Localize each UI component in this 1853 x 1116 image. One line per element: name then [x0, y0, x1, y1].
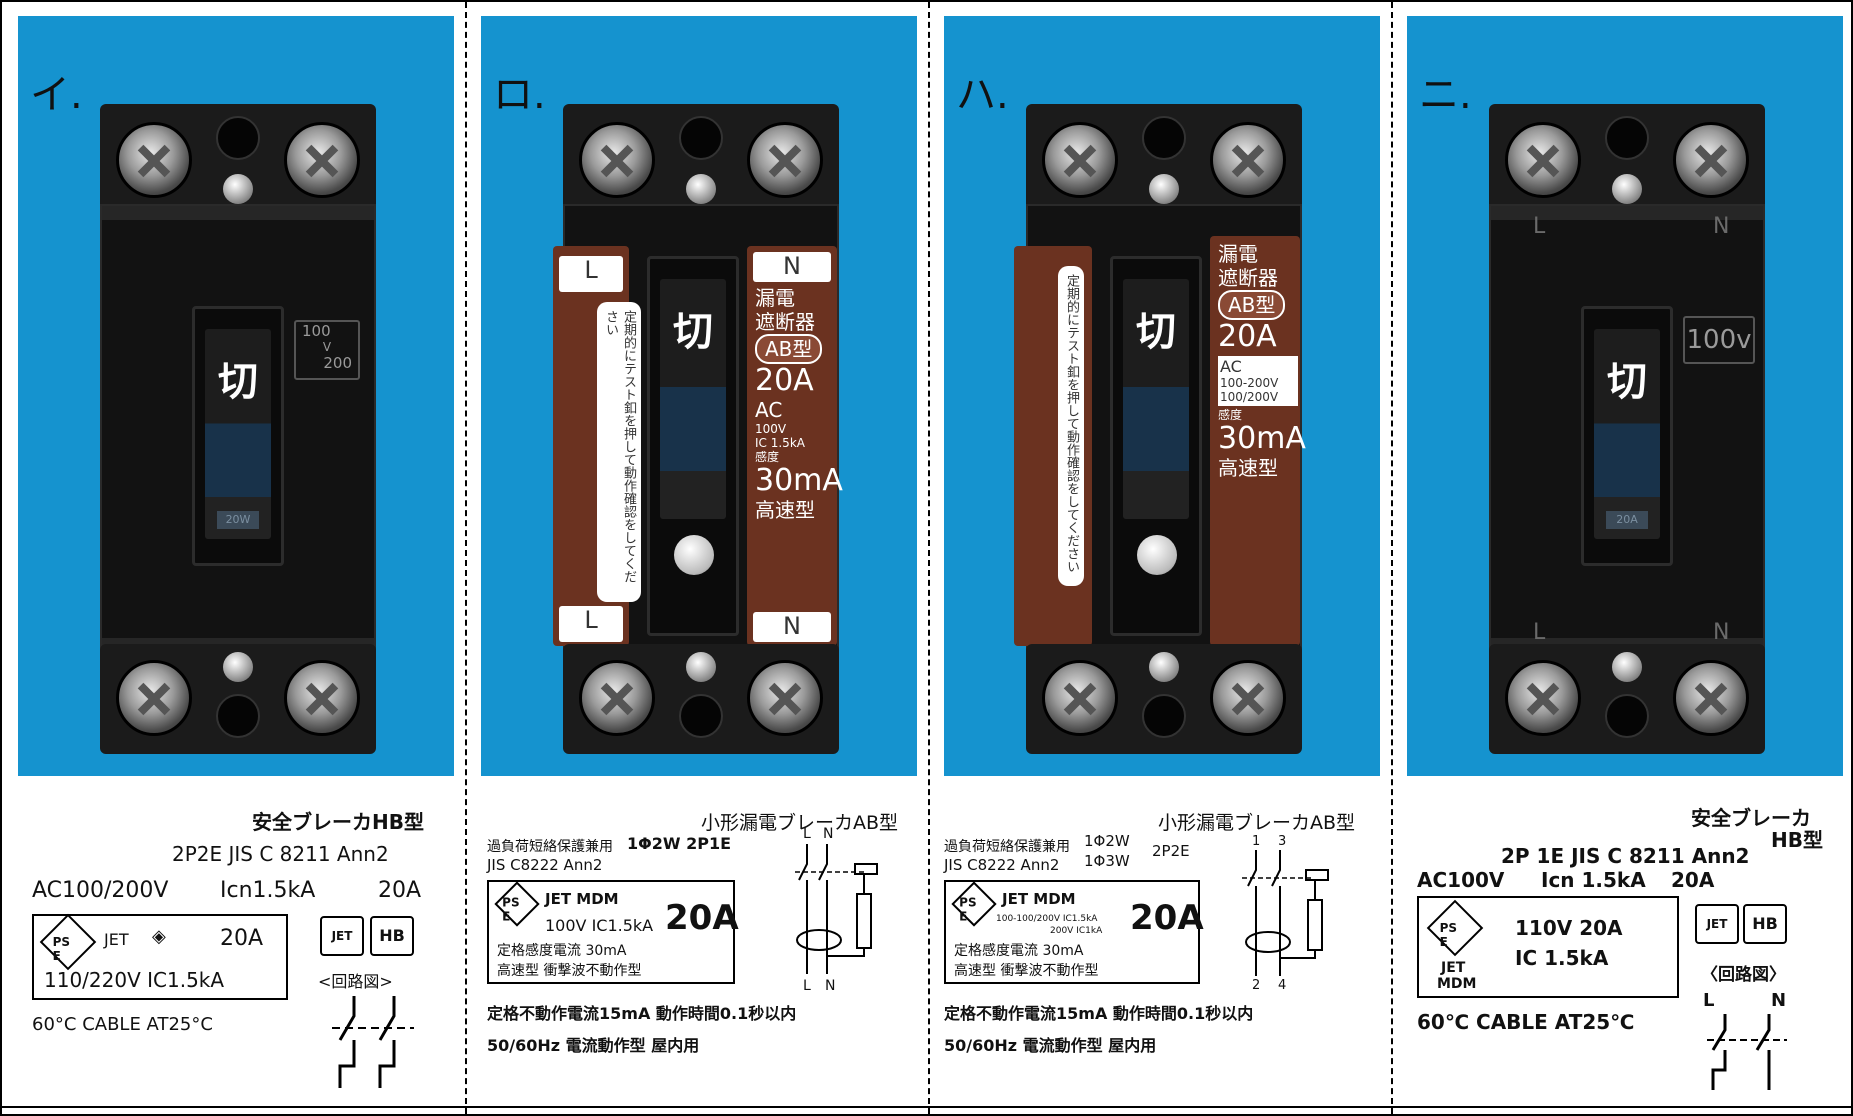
breaker-switch[interactable]: 切 — [647, 256, 739, 636]
certification-box: PS E JET MDM 100-100/200V IC1.5kA 200V I… — [944, 880, 1204, 984]
plate-title: 小形漏電ブレーカAB型 — [1158, 812, 1356, 834]
test-button[interactable] — [674, 535, 714, 575]
terminal-screw-icon — [1505, 122, 1581, 198]
breaker-switch[interactable]: 切 — [1110, 256, 1202, 636]
rating-plate-ha: 小形漏電ブレーカAB型 過負荷短絡保護兼用 1Φ2W 1Φ3W 2P2E JIS… — [928, 792, 1391, 1102]
terminal-screw-icon — [1673, 122, 1749, 198]
circuit-diagram — [795, 844, 878, 974]
circuit-diagram — [332, 996, 414, 1088]
option-i[interactable]: イ. 切 20W — [2, 2, 465, 1110]
terminal-hole — [1142, 694, 1186, 738]
terminal-knob — [686, 652, 716, 682]
circuit-diagram — [1707, 1014, 1787, 1090]
terminal-screw-icon — [284, 660, 360, 736]
rating-plate-i: 安全ブレーカHB型 2P2E JIS C 8211 Ann2 AC100/200… — [2, 792, 465, 1102]
terminal-hole — [216, 116, 260, 160]
option-label: ハ. — [956, 72, 1009, 118]
switch-off-label: 切 — [673, 309, 713, 355]
jet-cert-icon: JET — [1695, 904, 1739, 944]
terminal-knob — [1612, 174, 1642, 204]
switch-off-label: 切 — [1607, 359, 1647, 405]
hb-cert-icon: HB — [370, 916, 414, 956]
option-ni[interactable]: ニ. L N 切 20A — [1391, 2, 1853, 1110]
terminal-screw-icon — [747, 122, 823, 198]
switch-off-label: 切 — [1136, 309, 1176, 355]
option-label: イ. — [30, 72, 83, 118]
option-ro[interactable]: ロ. L 定期的にテスト釦を押して動作確認をしてください L 切 — [465, 2, 928, 1110]
breaker-body: 定期的にテスト釦を押して動作確認をしてください 切 漏電 遮断器 AB型 20A — [1014, 104, 1306, 754]
breaker-body: L 定期的にテスト釦を押して動作確認をしてください L 切 N 漏電 遮断器 — [553, 104, 843, 754]
right-spec-panel — [747, 246, 837, 646]
terminal-hole — [216, 694, 260, 738]
terminal-hole — [679, 694, 723, 738]
dashed-divider-1 — [465, 2, 467, 1114]
voltage-mark: 100 V 200 — [294, 320, 360, 380]
diamond-mark-icon: ◈ — [152, 926, 166, 947]
certification-box: PS E 110V 20A IC 1.5kA JET MDM — [1417, 896, 1679, 998]
test-button[interactable] — [1137, 535, 1177, 575]
terminal-knob — [686, 174, 716, 204]
terminal-screw-icon — [1673, 660, 1749, 736]
rating-plate-ni: 安全ブレーカ HB型 2P 1E JIS C 8211 Ann2 AC100V … — [1391, 792, 1853, 1102]
terminal-screw-icon — [1042, 660, 1118, 736]
terminal-screw-icon — [747, 660, 823, 736]
test-button-note: 定期的にテスト釦を押して動作確認をしてください — [597, 302, 641, 602]
pse-mark-icon: PS E — [1426, 899, 1484, 957]
terminal-screw-icon — [116, 122, 192, 198]
dashed-divider-2 — [928, 2, 930, 1114]
plate-standard: 2P2E JIS C 8211 Ann2 — [172, 842, 389, 866]
breaker-switch[interactable]: 切 20W — [192, 306, 284, 566]
jet-cert-icon: JET — [320, 916, 364, 956]
breaker-photo-ro: ロ. L 定期的にテスト釦を押して動作確認をしてください L 切 — [481, 16, 917, 776]
rating-plate-ro: 小形漏電ブレーカAB型 過負荷短絡保護兼用 1Φ2W 2P1E JIS C822… — [465, 792, 928, 1102]
terminal-knob — [1149, 652, 1179, 682]
voltage-mark: 100v — [1683, 316, 1755, 364]
breaker-photo-i: イ. 切 20W — [18, 16, 454, 776]
terminal-knob — [223, 652, 253, 682]
terminal-knob — [223, 174, 253, 204]
terminal-knob — [1612, 652, 1642, 682]
plate-title: 安全ブレーカHB型 — [252, 810, 424, 834]
terminal-screw-icon — [1505, 660, 1581, 736]
test-button-note: 定期的にテスト釦を押して動作確認をしてください — [1058, 266, 1084, 586]
plate-title: 小形漏電ブレーカAB型 — [701, 812, 899, 834]
spec-column: 漏電 遮断器 AB型 20A AC 100-200V 100/200V 感度 3… — [1218, 242, 1306, 480]
pse-mark-icon: PS E — [494, 881, 540, 927]
terminal-hole — [679, 116, 723, 160]
terminal-screw-icon — [284, 122, 360, 198]
switch-rating-tag: 20A — [1606, 511, 1648, 529]
pse-mark-icon: PS E — [951, 881, 997, 927]
breaker-body: 切 20W 100 V 200 — [100, 104, 376, 754]
bottom-rule — [2, 1106, 1851, 1108]
terminal-hole — [1142, 116, 1186, 160]
spec-column: 漏電 遮断器 AB型 20A AC 100V IC 1.5kA 感度 30mA … — [755, 286, 843, 522]
terminal-screw-icon — [116, 660, 192, 736]
certification-box: PS E JET MDM 100V IC1.5kA 20A 定格感度電流 30m… — [487, 880, 739, 984]
breaker-switch[interactable]: 切 20A — [1581, 306, 1673, 566]
breaker-body: L N 切 20A 100v L N — [1489, 104, 1765, 754]
terminal-hole — [1605, 694, 1649, 738]
certification-box: PS E JET ◈ 20A 110/220V IC1.5kA — [32, 913, 288, 1000]
terminal-screw-icon — [579, 122, 655, 198]
breaker-photo-ni: ニ. L N 切 20A — [1407, 16, 1843, 776]
dashed-divider-3 — [1391, 2, 1393, 1114]
plate-title: 安全ブレーカ — [1691, 806, 1811, 830]
terminal-knob — [1149, 174, 1179, 204]
circuit-diagram — [1242, 850, 1329, 976]
switch-rating-tag: 20W — [217, 511, 259, 529]
terminal-screw-icon — [579, 660, 655, 736]
terminal-screw-icon — [1210, 122, 1286, 198]
hb-cert-icon: HB — [1743, 904, 1787, 944]
breaker-photo-ha: ハ. 定期的にテスト釦を押して動作確認をしてください 切 — [944, 16, 1380, 776]
terminal-screw-icon — [1210, 660, 1286, 736]
option-label: ロ. — [493, 72, 546, 118]
switch-off-label: 切 — [218, 359, 258, 405]
pse-mark-icon: PS E — [39, 913, 97, 971]
terminal-screw-icon — [1042, 122, 1118, 198]
option-ha[interactable]: ハ. 定期的にテスト釦を押して動作確認をしてください 切 — [928, 2, 1391, 1110]
terminal-hole — [1605, 116, 1649, 160]
option-label: ニ. — [1419, 72, 1472, 118]
